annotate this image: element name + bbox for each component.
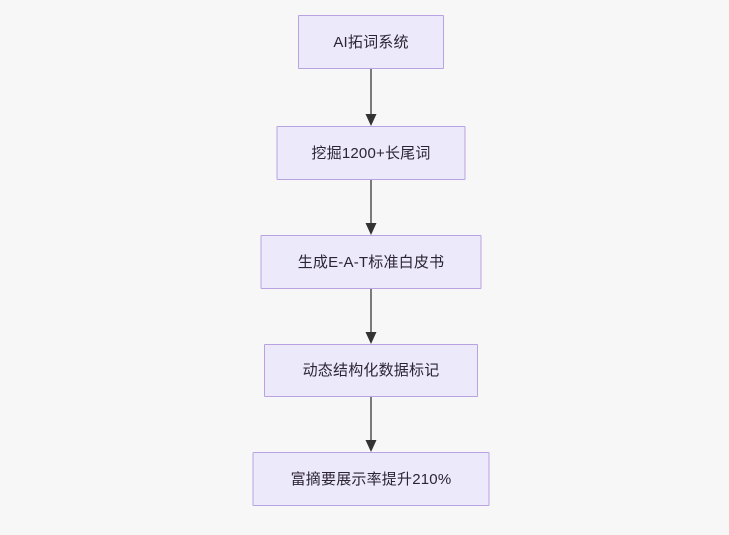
edge-whitepaper-to-markup — [365, 289, 377, 344]
edge-markup-to-snippet — [365, 397, 377, 452]
flowchart-node-generate-eat-whitepaper[interactable]: 生成E-A-T标准白皮书 — [260, 235, 482, 289]
node-label: 动态结构化数据标记 — [302, 362, 440, 379]
edge-mine-to-whitepaper — [365, 180, 377, 235]
flowchart-node-dynamic-structured-data-markup[interactable]: 动态结构化数据标记 — [264, 344, 478, 397]
flowchart-node-mine-longtail-keywords[interactable]: 挖掘1200+长尾词 — [276, 126, 466, 180]
flowchart-node-rich-snippet-impression-lift[interactable]: 富摘要展示率提升210% — [252, 452, 490, 506]
flowchart-node-ai-keyword-expansion-system[interactable]: AI拓词系统 — [298, 15, 444, 69]
edge-system-to-mine — [365, 69, 377, 126]
node-label: 挖掘1200+长尾词 — [311, 144, 431, 162]
node-label: 生成E-A-T标准白皮书 — [297, 253, 445, 271]
node-label: 富摘要展示率提升210% — [290, 470, 452, 488]
node-label: AI拓词系统 — [333, 33, 409, 51]
